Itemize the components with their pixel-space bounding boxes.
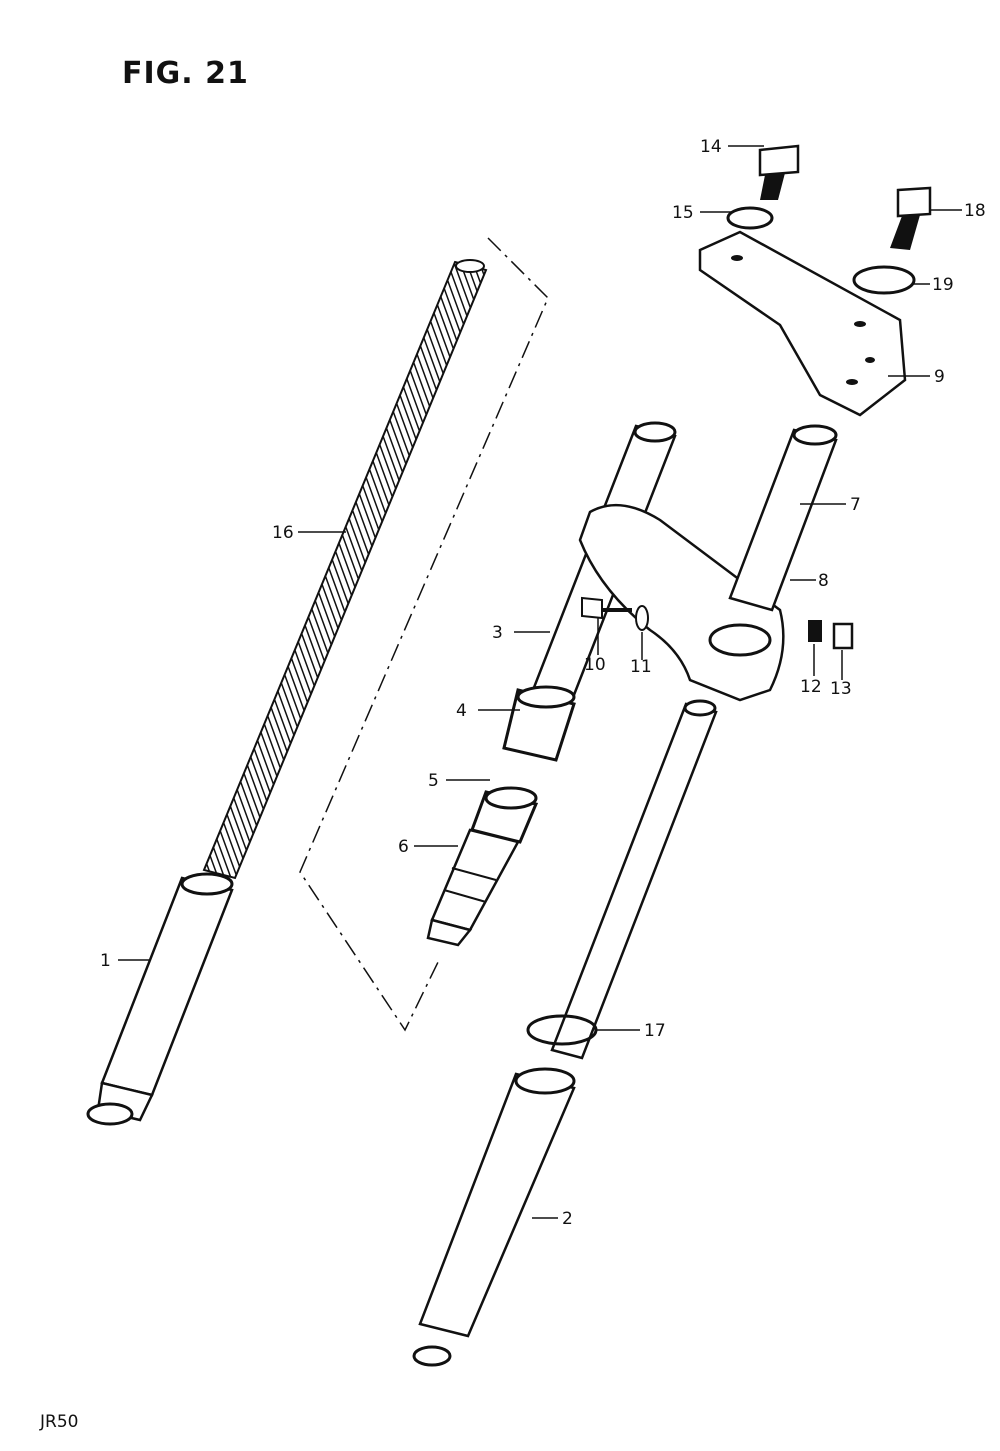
callout-8: 8: [818, 571, 829, 591]
callout-6: 6: [398, 837, 409, 857]
callout-16: 16: [272, 523, 294, 543]
callout-1: 1: [100, 951, 111, 971]
callout-9: 9: [934, 367, 945, 387]
part-5-seal: [472, 788, 536, 842]
callout-19: 19: [932, 275, 954, 295]
callout-3: 3: [492, 623, 503, 643]
callout-12: 12: [800, 677, 822, 697]
callout-5: 5: [428, 771, 439, 791]
part-16-fork-spring: [204, 260, 486, 878]
callout-4: 4: [456, 701, 467, 721]
part-11-washer: [636, 606, 648, 630]
callout-17: 17: [644, 1021, 666, 1041]
leader-lines: [118, 146, 962, 1218]
part-14-bolt: [760, 146, 798, 200]
callout-7: 7: [850, 495, 861, 515]
callout-13: 13: [830, 679, 852, 699]
callout-18: 18: [964, 201, 986, 221]
part-15-washer: [728, 208, 772, 228]
part-bracket: [580, 505, 783, 700]
callout-15: 15: [672, 203, 694, 223]
callout-2: 2: [562, 1209, 573, 1229]
part-19-washer: [854, 267, 914, 293]
part-9-top-plate: [700, 232, 905, 415]
part-6-damper-rod: [428, 830, 518, 945]
callout-10: 10: [584, 655, 606, 675]
part-10-pinch-bolt: [582, 598, 632, 618]
part-13-nut: [834, 624, 852, 648]
part-1-lower-tube: [88, 874, 232, 1124]
part-4-bushing: [504, 687, 574, 760]
part-12-spring-washer: [808, 620, 822, 642]
assembly-dashed-outline: [300, 238, 548, 1030]
callout-11: 11: [630, 657, 652, 677]
figure-title: FIG. 21: [122, 56, 249, 91]
part-7-steering-stem: [730, 426, 836, 610]
callout-14: 14: [700, 137, 722, 157]
part-18-bolt: [890, 188, 930, 250]
model-code: JR50: [40, 1412, 79, 1432]
part-2-fork-leg: [414, 701, 716, 1365]
